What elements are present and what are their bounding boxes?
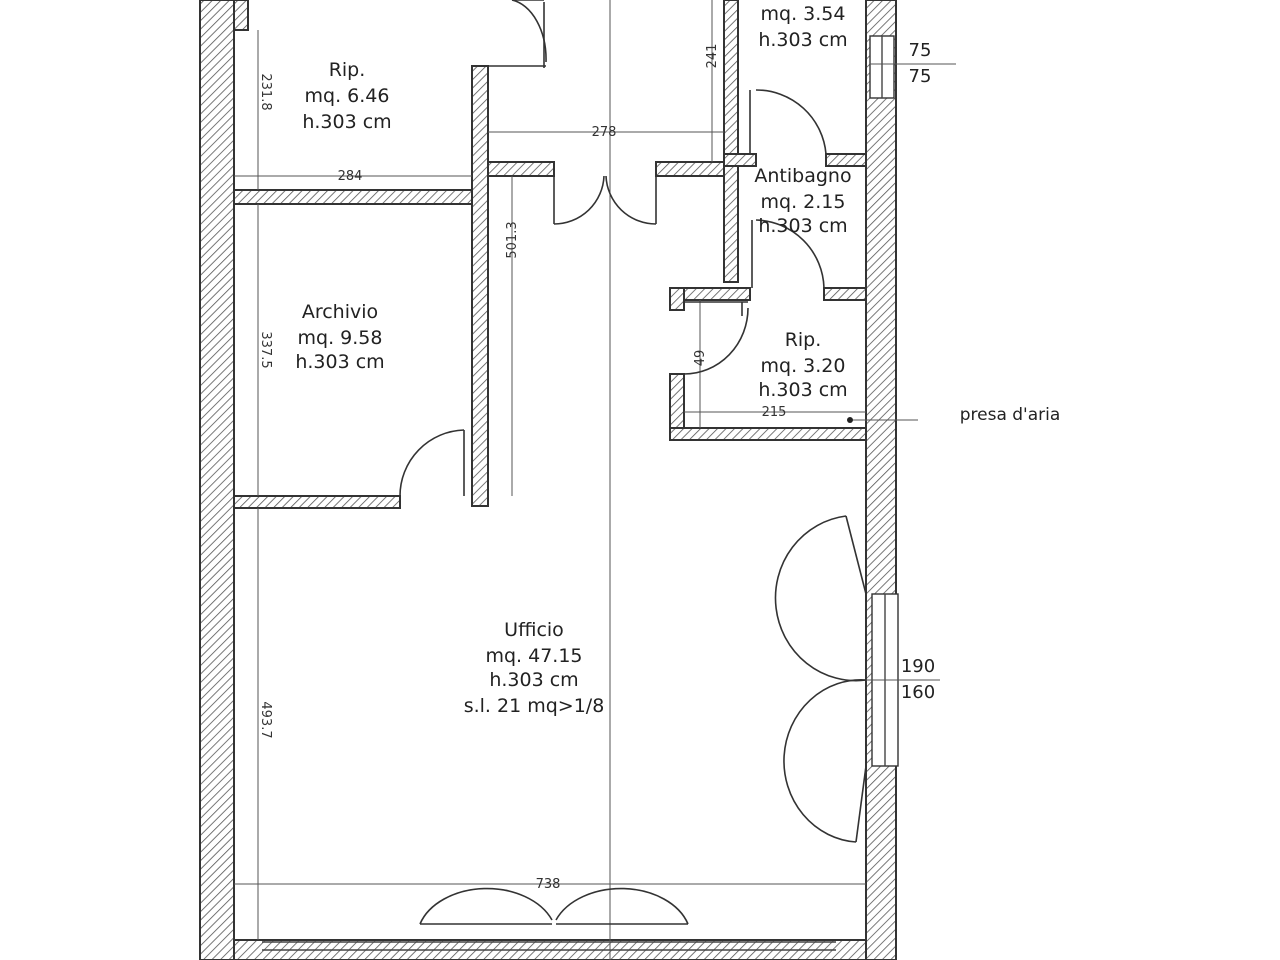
presa-aria-label: presa d'aria [960,405,1061,425]
wall-corridor-left-stub [487,161,555,177]
label-ufficio-area: mq. 47.15 [485,645,582,667]
wall-rip-small-left-top [669,287,685,311]
window-large-bottom-dim: 160 [901,682,935,703]
label-rip-small-name: Rip. [785,329,822,351]
label-ufficio-height: h.303 cm [489,669,578,691]
door-antibagno [751,219,825,289]
window-small-bottom-dim: 75 [909,66,932,87]
door-rip-top [488,0,547,68]
label-archivio-name: Archivio [302,301,378,323]
door-entrance-double [419,887,689,925]
label-archivio-area: mq. 9.58 [298,327,383,349]
wall-left-notch [233,0,249,31]
label-rip-small-height: h.303 cm [758,379,847,401]
dim-278: 278 [592,125,617,140]
dim-231-8: 231.8 [258,73,273,110]
door-corridor-double [553,175,657,225]
door-bagno [749,89,827,155]
dim-493-7: 493.7 [258,701,273,738]
dim-337-5: 337.5 [258,331,273,368]
label-antibagno-area: mq. 2.15 [761,191,846,213]
label-rip-top-area: mq. 6.46 [305,85,390,107]
wall-antibagno-bottom-left [673,287,751,301]
wall-bath-bottom-right [825,153,867,167]
wall-archivio-bottom [233,495,401,509]
door-ufficio-french [774,515,867,843]
wall-rip-small-bottom [669,427,867,441]
presa-aria-marker [847,417,853,423]
label-rip-small-area: mq. 3.20 [761,355,846,377]
label-bagno-area: mq. 3.54 [761,3,846,25]
dim-284: 284 [338,169,363,184]
window-large-top-dim: 190 [901,656,935,677]
wall-right [865,0,897,960]
wall-corridor-right-stub [655,161,727,177]
wall-bath-bottom-left [723,153,757,167]
dim-738: 738 [536,877,561,892]
dim-49: 49 [693,350,708,367]
label-ufficio-note: s.l. 21 mq>1/8 [464,695,605,717]
label-archivio-height: h.303 cm [295,351,384,373]
dim-501-3: 501.3 [505,221,520,258]
wall-bath-left [723,0,739,283]
door-archivio [399,429,465,497]
dim-215: 215 [762,405,787,420]
dim-241: 241 [705,44,720,69]
label-rip-top-height: h.303 cm [302,111,391,133]
label-bagno-height: h.303 cm [758,29,847,51]
wall-rip-bottom [233,189,475,205]
label-ufficio-name: Ufficio [504,619,564,641]
label-antibagno-name: Antibagno [754,165,851,187]
door-rip-small [683,301,749,375]
window-small-top-dim: 75 [909,40,932,61]
label-rip-top-name: Rip. [329,59,366,81]
wall-left [199,0,235,960]
wall-antibagno-bottom-right [823,287,867,301]
wall-archivio-right [471,65,489,507]
label-antibagno-height: h.303 cm [758,215,847,237]
